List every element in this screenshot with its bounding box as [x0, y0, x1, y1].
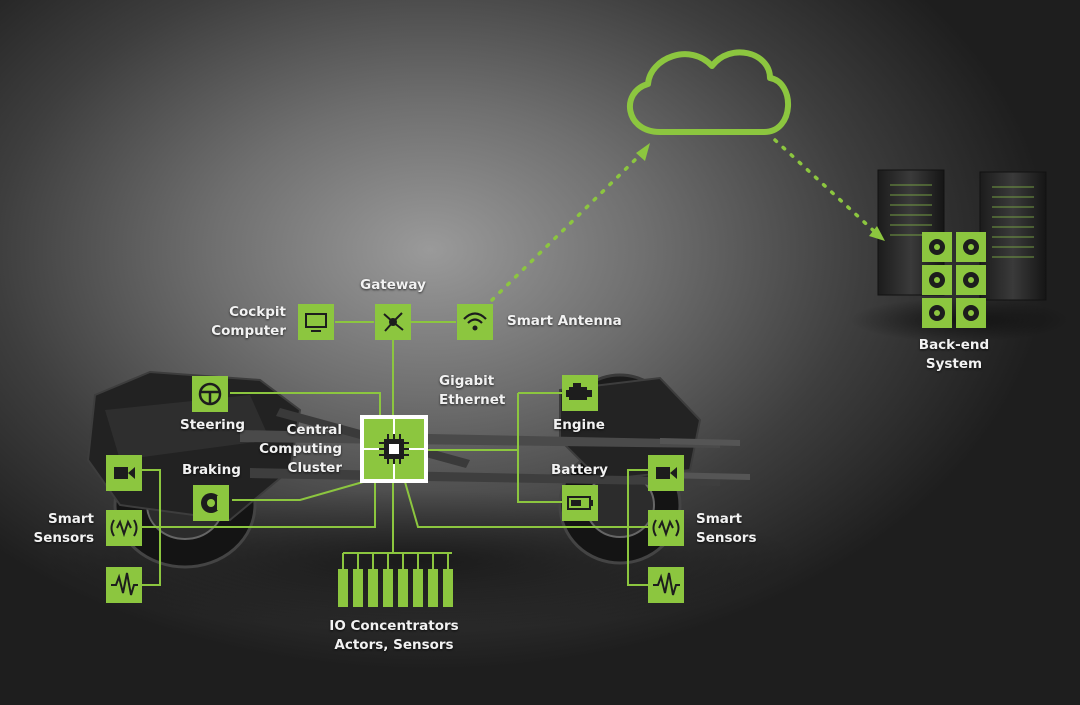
- io-concentrators-node: [338, 553, 453, 607]
- link-braking-central: [232, 479, 371, 501]
- right-sensors-label-line1: Smart: [696, 511, 743, 527]
- gear-icon: [929, 239, 945, 255]
- cloud-links: [490, 138, 877, 302]
- camera-icon: [656, 467, 677, 479]
- central-label-line2: Computing: [259, 441, 342, 457]
- braking-label: Braking: [182, 462, 241, 478]
- link-left-sensors: [142, 469, 376, 586]
- battery-node: [562, 485, 598, 521]
- gear-icon: [929, 272, 945, 288]
- backend-gear-grid: [922, 232, 986, 328]
- steering-wheel-icon: [198, 382, 222, 406]
- steering-label: Steering: [180, 417, 246, 433]
- right-sensor-radar-node: [648, 510, 684, 546]
- right-sensor-waveform-node: [648, 567, 684, 603]
- left-sensor-camera-node: [106, 455, 142, 491]
- central-label-line3: Cluster: [287, 460, 342, 476]
- waveform-icon: [653, 572, 680, 596]
- central-computing-cluster-node: [360, 415, 428, 483]
- braking-node: [193, 485, 229, 521]
- cloud-icon: [626, 49, 792, 135]
- cockpit-label-line1: Cockpit: [229, 304, 286, 320]
- gigabit-label-line2: Ethernet: [439, 392, 506, 408]
- link-steering-central: [230, 392, 381, 420]
- engine-node: [562, 375, 598, 411]
- left-sensor-waveform-node: [106, 567, 142, 603]
- gear-icon: [963, 305, 979, 321]
- radar-sensor-icon: [110, 519, 138, 538]
- smart-antenna-node: [457, 304, 493, 340]
- battery-icon: [567, 496, 593, 510]
- monitor-icon: [305, 313, 327, 328]
- gear-icon: [929, 305, 945, 321]
- backend-label-line1: Back-end: [918, 337, 990, 353]
- io-label-line2: Actors, Sensors: [334, 637, 454, 653]
- radar-sensor-icon: [652, 519, 680, 538]
- connection-lines: [142, 321, 648, 586]
- steering-node: [192, 376, 228, 412]
- smart-antenna-label: Smart Antenna: [507, 313, 622, 329]
- cockpit-computer-node: [298, 304, 334, 340]
- brake-icon: [201, 493, 222, 513]
- arrow-to-cloud-icon: [636, 143, 650, 161]
- backend-label-line2: System: [925, 356, 983, 372]
- central-label-line1: Central: [286, 422, 342, 438]
- gear-icon: [963, 239, 979, 255]
- right-sensor-camera-node: [648, 455, 684, 491]
- left-sensor-radar-node: [106, 510, 142, 546]
- waveform-icon: [111, 572, 138, 596]
- gear-icon: [963, 272, 979, 288]
- right-sensors-label-line2: Sensors: [696, 530, 757, 546]
- io-label-line1: IO Concentrators: [329, 618, 459, 634]
- cockpit-label-line2: Computer: [211, 323, 286, 339]
- engine-label: Engine: [553, 417, 605, 433]
- link-engine-battery: [517, 392, 565, 503]
- chip-icon: [379, 434, 409, 464]
- left-sensors-label-line1: Smart: [47, 511, 94, 527]
- gateway-node: [375, 304, 411, 340]
- link-right-sensors: [404, 469, 648, 586]
- gateway-label: Gateway: [360, 277, 426, 293]
- wifi-icon: [463, 312, 487, 324]
- engine-icon: [566, 383, 592, 400]
- gigabit-label-line1: Gigabit: [439, 373, 495, 389]
- camera-icon: [114, 467, 135, 479]
- cloud-backend-link: [773, 138, 877, 234]
- server-rack-right: [979, 171, 1047, 301]
- network-hub-icon: [383, 312, 404, 332]
- antenna-cloud-link: [490, 153, 642, 302]
- arrow-to-backend-icon: [869, 226, 885, 241]
- battery-label: Battery: [551, 462, 608, 478]
- left-sensors-label-line2: Sensors: [33, 530, 95, 546]
